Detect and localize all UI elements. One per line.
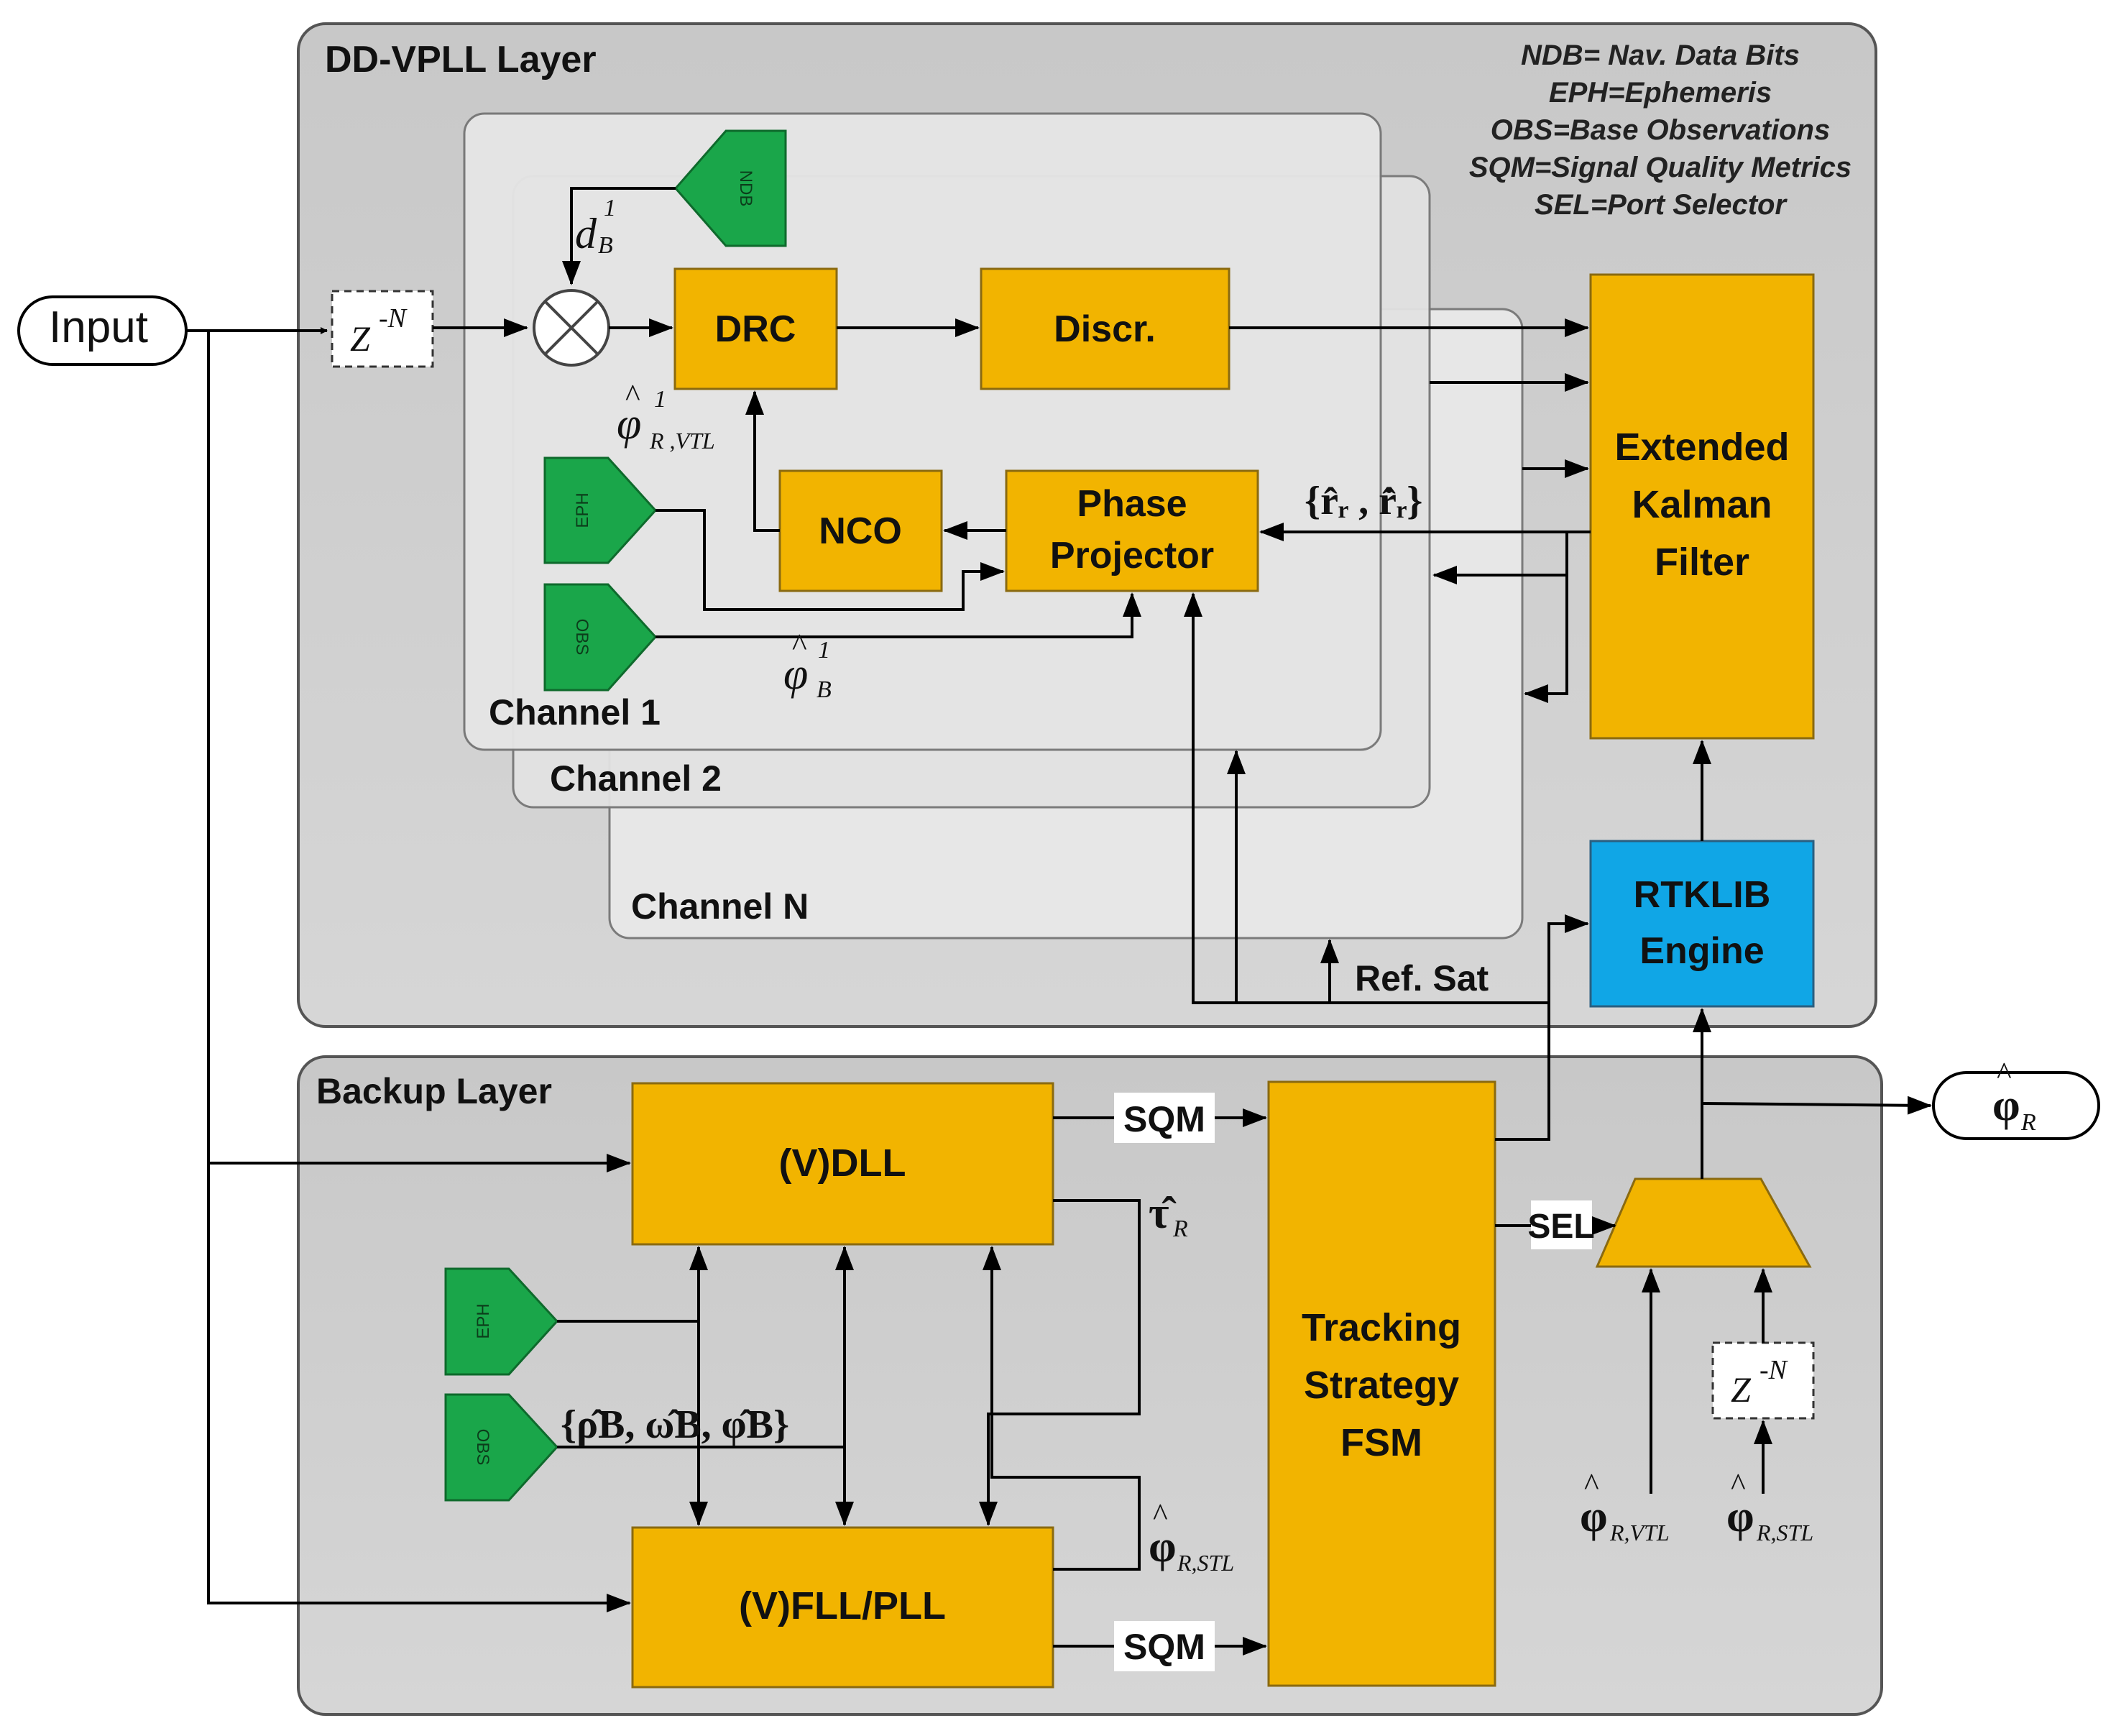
vfll-block — [631, 1526, 1054, 1689]
output-phi-sub: R — [2020, 1109, 2036, 1136]
fsm-label-1: Tracking — [1302, 1306, 1461, 1349]
phase-projector-label-2: Projector — [1050, 535, 1214, 577]
label-rho-set: {ρ̂B, ω̂B, φ̂B} — [561, 1402, 789, 1447]
phi-stl2-main: φ — [1726, 1492, 1754, 1541]
wires-top — [186, 187, 1711, 1004]
ndb-tag-label: NDB — [736, 170, 755, 207]
legend-line-2: EPH=Ephemeris — [1549, 77, 1772, 109]
label-phi-b: φ ^ B 1 — [783, 628, 832, 703]
legend-line-3: OBS=Base Observations — [1491, 114, 1830, 146]
ref-sat-label: Ref. Sat — [1355, 958, 1489, 998]
output-phi-hat: ^ — [1997, 1056, 2012, 1091]
sqm-label-bottom: SQM — [1114, 1621, 1215, 1671]
sqm-top-text: SQM — [1123, 1099, 1205, 1139]
input-label: Input — [49, 303, 148, 352]
wires-bottom — [186, 329, 1932, 1655]
sel-text: SEL — [1527, 1208, 1594, 1246]
sqm-bottom-text: SQM — [1123, 1627, 1205, 1667]
ndb-tag: NDB — [674, 129, 787, 247]
tau-sub: R — [1172, 1216, 1188, 1242]
ekf-label-3: Filter — [1655, 541, 1749, 584]
phi-stl-hat: ^ — [1153, 1497, 1168, 1533]
eph-tag-bottom: EPH — [444, 1267, 559, 1376]
legend-line-4: SQM=Signal Quality Metrics — [1469, 152, 1852, 183]
label-r-set: {r̂ᵣ , r̂̇ᵣ} — [1305, 479, 1422, 523]
vdll-label: (V)DLL — [779, 1142, 906, 1185]
delay-block-top: Z -N — [331, 290, 434, 368]
input-terminal: Input — [17, 295, 188, 366]
legend-line-5: SEL=Port Selector — [1535, 189, 1788, 221]
rtklib-label-2: Engine — [1639, 930, 1764, 972]
delay-top-z: Z — [350, 318, 371, 359]
delay-top-exp: -N — [379, 303, 408, 334]
port-selector-mux — [1595, 1177, 1812, 1268]
vfll-label: (V)FLL/PLL — [739, 1584, 946, 1627]
dd-vpll-layer-title: DD-VPLL Layer — [325, 39, 597, 81]
phi-b-sup: 1 — [818, 637, 830, 663]
phase-projector-label-1: Phase — [1077, 483, 1187, 525]
phi-r-vtl-sup: 1 — [654, 386, 666, 413]
label-phi-r-stl: φ ^ R,STL — [1149, 1497, 1234, 1576]
obs-tag-bottom: OBS — [444, 1393, 559, 1502]
phi-stl2-sub: R,STL — [1756, 1520, 1813, 1546]
phi-vtl2-sub: R,VTL — [1609, 1520, 1670, 1546]
discr-block — [980, 267, 1230, 390]
fsm-label-2: Strategy — [1304, 1364, 1459, 1407]
legend-line-1: NDB= Nav. Data Bits — [1521, 40, 1800, 71]
d-b-sup: 1 — [604, 195, 616, 221]
eph-tag-bottom-label: EPH — [474, 1303, 493, 1338]
nco-block — [778, 469, 943, 592]
d-b-sub: B — [598, 232, 613, 259]
drc-block — [673, 267, 838, 390]
obs-tag-bottom-label: OBS — [473, 1429, 492, 1466]
phi-r-vtl-main: φ — [617, 400, 641, 449]
phi-b-sub: B — [816, 676, 832, 703]
phi-vtl2-main: φ — [1580, 1492, 1608, 1541]
rtklib-block — [1589, 840, 1815, 1008]
phi-stl-main: φ — [1149, 1523, 1177, 1571]
label-phi-r-stl-bottom: φ ^ R,STL — [1726, 1467, 1813, 1546]
discr-label: Discr. — [1054, 308, 1156, 350]
mixer — [533, 289, 610, 367]
label-phi-r-vtl: φ ^ R ,VTL 1 — [617, 378, 715, 454]
channel-2-label: Channel 2 — [550, 758, 722, 799]
label-phi-r-vtl-bottom: φ ^ R,VTL — [1580, 1467, 1670, 1546]
phi-stl2-hat: ^ — [1731, 1467, 1746, 1502]
d-b-main: d — [575, 210, 597, 257]
backup-layer — [297, 1055, 1883, 1716]
output-phi: φ — [1992, 1081, 2020, 1130]
output-terminal: φ ^ R — [1932, 1056, 2100, 1140]
phase-projector-block — [1005, 469, 1259, 592]
obs-tag-top: OBS — [543, 583, 658, 692]
vdll-block — [631, 1082, 1054, 1246]
legend: NDB= Nav. Data Bits EPH=Ephemeris OBS=Ba… — [1469, 40, 1852, 221]
channel-1-label: Channel 1 — [489, 692, 661, 732]
phi-vtl2-hat: ^ — [1584, 1467, 1599, 1502]
delay-bottom-exp: -N — [1760, 1355, 1789, 1385]
sel-label: SEL — [1527, 1200, 1595, 1249]
ekf-label-1: Extended — [1614, 426, 1789, 469]
ekf-block — [1589, 273, 1815, 740]
ekf-label-2: Kalman — [1632, 483, 1772, 526]
phi-b-hat: ^ — [792, 628, 807, 663]
rtklib-label-1: RTKLIB — [1634, 874, 1771, 916]
fsm-block — [1267, 1080, 1496, 1687]
backup-layer-title: Backup Layer — [316, 1071, 552, 1111]
delay-bottom-z: Z — [1731, 1369, 1752, 1410]
phi-b-main: φ — [783, 650, 808, 699]
phi-r-vtl-sub: R ,VTL — [649, 428, 715, 454]
fsm-label-3: FSM — [1340, 1421, 1422, 1464]
phi-stl-sub: R,STL — [1177, 1550, 1234, 1576]
channel-n-label: Channel N — [631, 886, 809, 927]
nco-label: NCO — [819, 510, 902, 552]
phi-r-vtl-hat: ^ — [625, 378, 640, 413]
obs-tag-top-label: OBS — [572, 619, 592, 656]
delay-block-bottom: Z -N — [1711, 1341, 1815, 1420]
eph-tag-top-label: EPH — [573, 492, 592, 528]
label-d-b: d B 1 — [575, 195, 616, 259]
drc-label: DRC — [715, 308, 796, 350]
eph-tag-top: EPH — [543, 456, 658, 564]
sqm-label-top: SQM — [1114, 1093, 1215, 1143]
